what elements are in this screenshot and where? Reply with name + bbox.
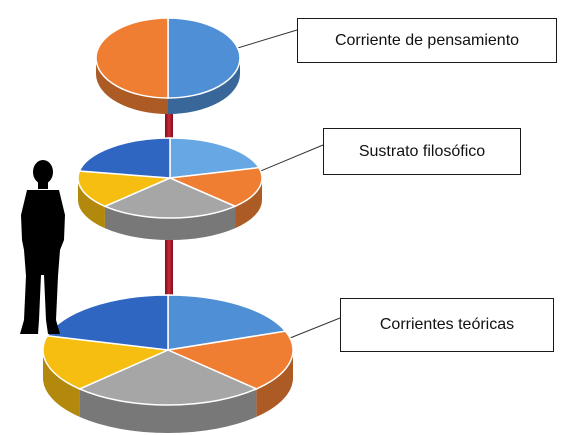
pie-middle-slice-gray xyxy=(103,177,237,219)
pie-top-side-1 xyxy=(96,58,168,114)
pie-middle-side-3 xyxy=(78,178,105,229)
pie-middle xyxy=(77,137,263,241)
pie-bottom xyxy=(42,294,294,433)
standing-person-silhouette-icon xyxy=(20,160,65,334)
callout-label-middle: Sustrato filosófico xyxy=(358,142,486,160)
pie-top-slice-blue xyxy=(167,17,241,99)
pie-middle-slice-dark_blue xyxy=(78,137,171,179)
pie-bottom-side-2 xyxy=(79,388,257,433)
pie-bottom-slice-blue xyxy=(167,294,287,351)
pie-bottom-slice-yellow xyxy=(42,334,171,390)
pie-middle-side-2 xyxy=(104,206,236,241)
pie-top xyxy=(95,17,241,114)
pie-middle-side-1 xyxy=(235,178,262,229)
pie-top-slice-orange xyxy=(95,17,169,99)
callout-corrientes-teoricas: Corrientes teóricas xyxy=(340,298,554,352)
pie-top-side-0 xyxy=(168,58,240,114)
pie-middle-slice-light_blue xyxy=(169,137,261,179)
callout-label-bottom: Corrientes teóricas xyxy=(379,316,515,333)
callout-label-top: Corriente de pensamiento xyxy=(334,31,520,49)
pie-middle-slice-yellow xyxy=(77,170,171,208)
pie-middle-slice-orange xyxy=(167,166,263,208)
callout-sustrato-filosofico: Sustrato filosófico xyxy=(323,128,521,175)
pie-bottom-slice-gray xyxy=(77,349,259,406)
pole-upper xyxy=(165,98,173,176)
callout-corriente-de-pensamiento: Corriente de pensamiento xyxy=(297,18,557,63)
pie-bottom-side-3 xyxy=(43,350,80,417)
pole-lower xyxy=(165,240,173,336)
pie-bottom-slice-orange xyxy=(165,330,294,390)
pie-bottom-side-1 xyxy=(256,350,293,417)
